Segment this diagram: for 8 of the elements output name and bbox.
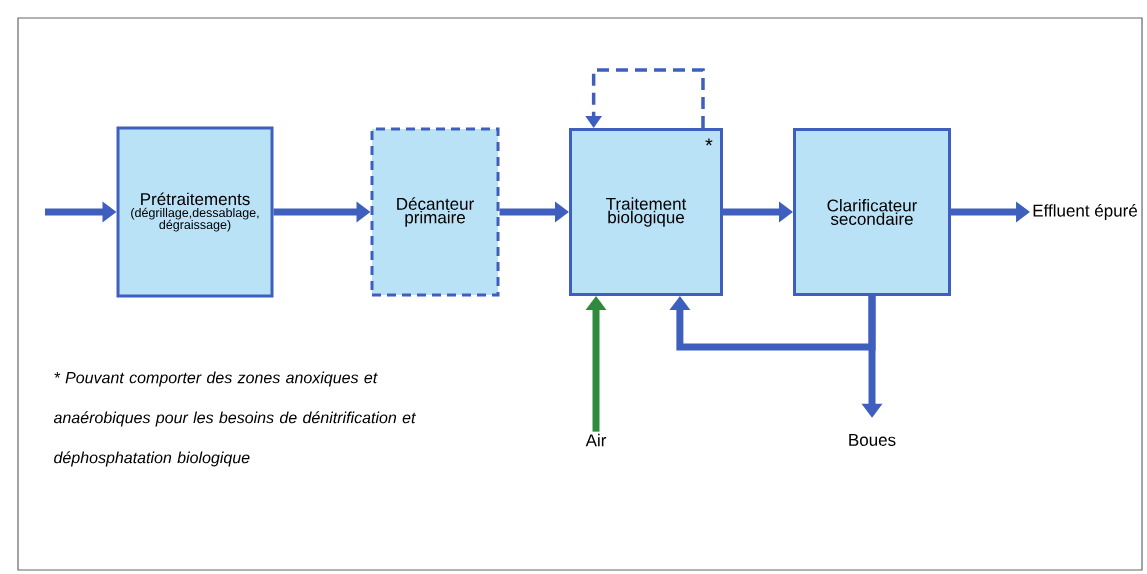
text-label: Boues [849,434,896,446]
footnote: * Pouvant comporter des zones anoxiques et anaérobiques pour les besoins de dénitrification et déphosphatation biologique [53,371,416,467]
process-box: Clarificateur secondaire [793,128,951,296]
text-label: Effluent épuré [1033,204,1137,220]
process-box: Prétraitements (dégrillage,dessablage, dégraissage) [116,126,274,298]
process-box: Traitement biologique * [569,128,723,296]
text-label: Air [585,433,607,447]
process-box: Décanteur primaire [370,127,500,297]
